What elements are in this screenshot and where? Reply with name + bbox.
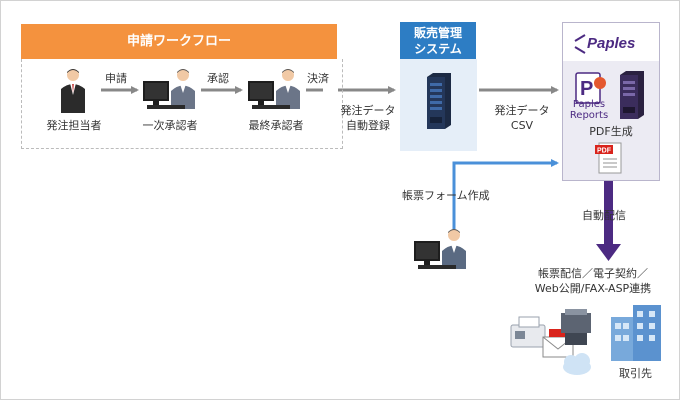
delivery-line-1: 帳票配信／電子契約／	[538, 267, 648, 280]
computer-user-icon	[414, 229, 466, 269]
step-approve-label: 承認	[207, 72, 229, 85]
pdf-badge-text: PDF	[597, 148, 612, 155]
sales-title-line1: 販売管理	[413, 26, 462, 40]
to-sales-label-1: 発注データ	[340, 104, 396, 117]
fax-icon	[510, 316, 546, 348]
form-creation-label: 帳票フォーム作成	[402, 189, 490, 202]
cloud-icon	[563, 353, 591, 375]
person-ordering-label: 発注担当者	[46, 119, 102, 132]
pdf-generation-label: PDF生成	[589, 125, 633, 138]
building-icon	[611, 305, 661, 361]
auto-delivery-label: 自動配信	[582, 209, 626, 222]
svg-text:P: P	[580, 78, 593, 100]
pdf-document-icon: PDF	[595, 142, 622, 174]
to-sales-label-2: 自動登録	[346, 119, 390, 132]
step-settle-label: 決済	[307, 72, 329, 85]
person-first-approver-label: 一次承認者	[142, 119, 198, 132]
server-icon	[427, 73, 451, 129]
paples-logo: Paples	[574, 34, 635, 54]
delivery-arrowhead	[596, 244, 621, 261]
businessman-icon	[61, 69, 85, 113]
paples-reports-label-2: Reports	[569, 110, 609, 121]
delivery-devices	[510, 309, 591, 375]
delivery-line-2: Web公開/FAX-ASP連携	[534, 282, 652, 295]
sales-title-line2: システム	[414, 42, 462, 56]
server-icon	[620, 71, 644, 119]
computer-user-icon	[248, 69, 300, 109]
paples-reports-label-1: Paples	[572, 99, 606, 110]
arrow-form-creation	[452, 159, 559, 239]
client-label: 取引先	[619, 367, 652, 380]
workflow-title: 申請ワークフロー	[21, 24, 337, 59]
paples-logo-bar	[563, 23, 659, 61]
sales-system-title: 販売管理 システム	[400, 22, 476, 59]
step-apply-label: 申請	[105, 72, 127, 85]
person-final-approver-label: 最終承認者	[248, 119, 304, 132]
delivery-shaft	[604, 181, 613, 245]
printer-icon	[561, 309, 591, 345]
paples-logo-text: Paples	[587, 35, 635, 52]
paples-reports-icon: P	[575, 72, 606, 104]
to-paples-label-2: CSV	[510, 119, 534, 132]
workflow-box	[21, 59, 343, 149]
computer-user-icon	[143, 69, 195, 109]
to-paples-label-1: 発注データ	[494, 104, 550, 117]
